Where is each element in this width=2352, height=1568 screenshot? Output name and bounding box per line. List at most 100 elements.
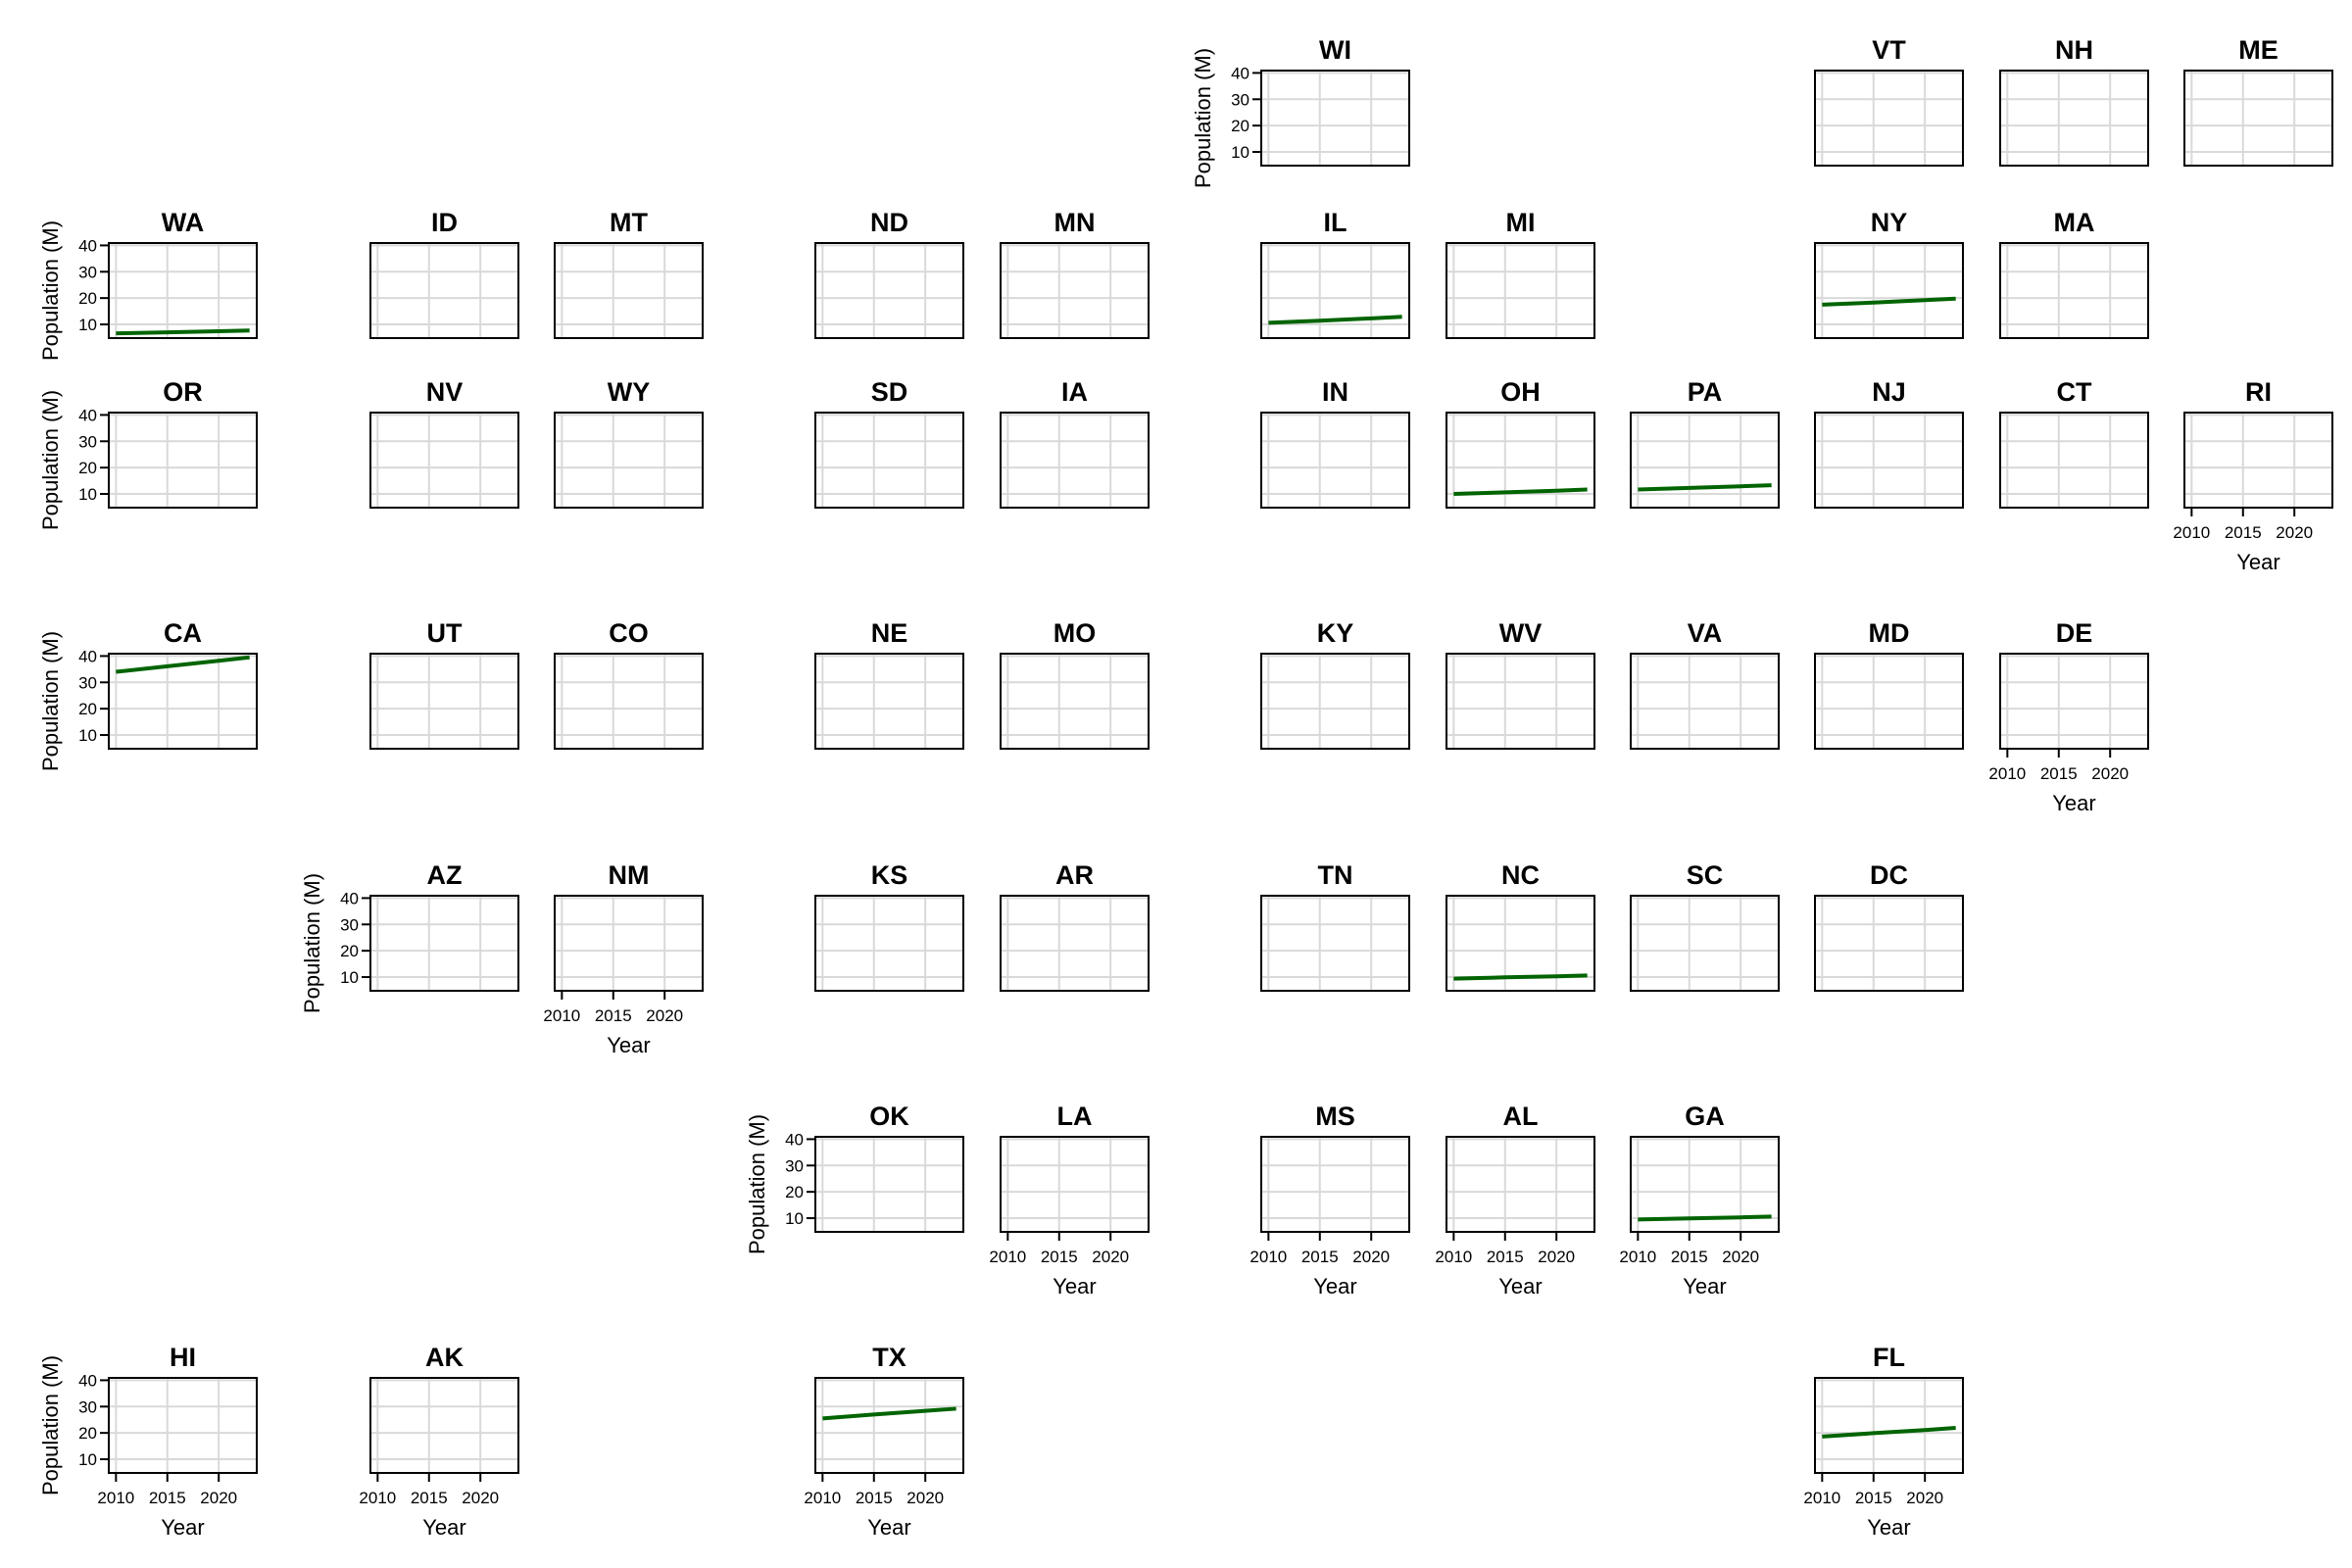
panel-frame	[1814, 242, 1964, 339]
panel-title: MA	[2054, 208, 2095, 237]
series-line-ga	[1638, 1214, 1772, 1222]
panel-frame	[1260, 242, 1410, 339]
panel-frame	[1630, 653, 1780, 750]
panel-title: CO	[609, 618, 649, 648]
panel-title: ID	[431, 208, 458, 237]
panel-title: MT	[610, 208, 648, 237]
y-tick-label: 10	[340, 968, 359, 987]
panel-title: ND	[870, 208, 908, 237]
panel-title: NJ	[1872, 377, 1906, 407]
x-tick-label: 2020	[646, 1006, 683, 1025]
y-tick-label: 10	[78, 726, 97, 745]
panel-wy: WY	[554, 377, 704, 509]
panel-frame	[1814, 895, 1964, 992]
panel-ia: IA	[1000, 377, 1150, 509]
panel-frame	[1999, 70, 2149, 167]
panel-frame	[1000, 412, 1150, 509]
panel-title: ME	[2238, 35, 2278, 65]
y-tick-label: 20	[1231, 117, 1250, 135]
panel-frame	[1000, 242, 1150, 339]
panel-title: SD	[871, 377, 908, 407]
y-tick-label: 40	[340, 889, 359, 907]
panel-frame	[108, 653, 258, 750]
series-line-oh	[1453, 487, 1588, 497]
x-axis-label: Year	[1867, 1515, 1910, 1540]
series-line-nc	[1453, 973, 1588, 981]
panel-ny: NY	[1814, 208, 1964, 339]
panel-title: KS	[871, 860, 908, 890]
panel-frame	[369, 653, 519, 750]
y-axis-label: Population (M)	[300, 873, 324, 1013]
panel-frame	[108, 242, 258, 339]
x-tick-label: 2010	[543, 1006, 580, 1025]
x-tick-label: 2020	[462, 1489, 499, 1507]
panel-frame	[2183, 412, 2333, 509]
series-line-fl	[1822, 1426, 1956, 1439]
series-line-ca	[116, 655, 250, 674]
x-axis-label: Year	[161, 1515, 204, 1540]
x-tick-label: 2020	[200, 1489, 237, 1507]
y-tick-label: 30	[78, 432, 97, 451]
panel-title: LA	[1057, 1102, 1093, 1131]
y-axis-label: Population (M)	[1191, 48, 1215, 188]
panel-dc: DC	[1814, 860, 1964, 992]
y-axis-label: Population (M)	[38, 390, 63, 530]
panel-frame	[1446, 653, 1595, 750]
panel-title: AR	[1055, 860, 1094, 890]
y-tick-label: 30	[1231, 90, 1250, 109]
panel-co: CO	[554, 618, 704, 750]
panel-ma: MA	[1999, 208, 2149, 339]
panel-il: IL	[1260, 208, 1410, 339]
panel-mi: MI	[1446, 208, 1595, 339]
panel-frame	[1260, 653, 1410, 750]
panel-title: MD	[1869, 618, 1910, 648]
panel-frame	[1999, 242, 2149, 339]
panel-ar: AR	[1000, 860, 1150, 992]
panel-title: VT	[1872, 35, 1906, 65]
y-tick-label: 10	[78, 485, 97, 504]
x-tick-label: 2015	[1041, 1248, 1078, 1266]
panel-nc: NC	[1446, 860, 1595, 992]
panel-title: CT	[2057, 377, 2092, 407]
x-tick-label: 2020	[1538, 1248, 1575, 1266]
x-tick-label: 2020	[906, 1489, 944, 1507]
y-tick-label: 30	[785, 1156, 804, 1175]
x-tick-label: 2015	[2225, 523, 2262, 542]
y-tick-label: 30	[78, 263, 97, 281]
y-tick-label: 20	[78, 459, 97, 477]
x-tick-label: 2015	[1855, 1489, 1892, 1507]
panel-frame	[1630, 412, 1780, 509]
x-tick-label: 2015	[595, 1006, 632, 1025]
y-axis-label: Population (M)	[745, 1114, 769, 1254]
panel-title: WV	[1499, 618, 1543, 648]
panel-title: OH	[1500, 377, 1541, 407]
y-tick-label: 20	[785, 1183, 804, 1201]
panel-me: ME	[2183, 35, 2333, 167]
x-tick-label: 2010	[2173, 523, 2210, 542]
x-tick-label: 2020	[2091, 764, 2129, 783]
panel-frame	[554, 653, 704, 750]
panel-frame	[1814, 653, 1964, 750]
panel-frame	[1000, 653, 1150, 750]
x-tick-label: 2015	[1671, 1248, 1708, 1266]
y-tick-label: 40	[78, 647, 97, 665]
panel-frame	[1999, 412, 2149, 509]
panel-frame	[554, 412, 704, 509]
panel-title: VA	[1688, 618, 1723, 648]
panel-frame	[1446, 1136, 1595, 1233]
panel-frame	[1000, 895, 1150, 992]
y-axis-label: Population (M)	[38, 1355, 63, 1495]
panel-nh: NH	[1999, 35, 2149, 167]
panel-ct: CT	[1999, 377, 2149, 509]
x-tick-label: 2020	[1722, 1248, 1759, 1266]
panel-id: ID	[369, 208, 519, 339]
x-tick-label: 2020	[1906, 1489, 1943, 1507]
